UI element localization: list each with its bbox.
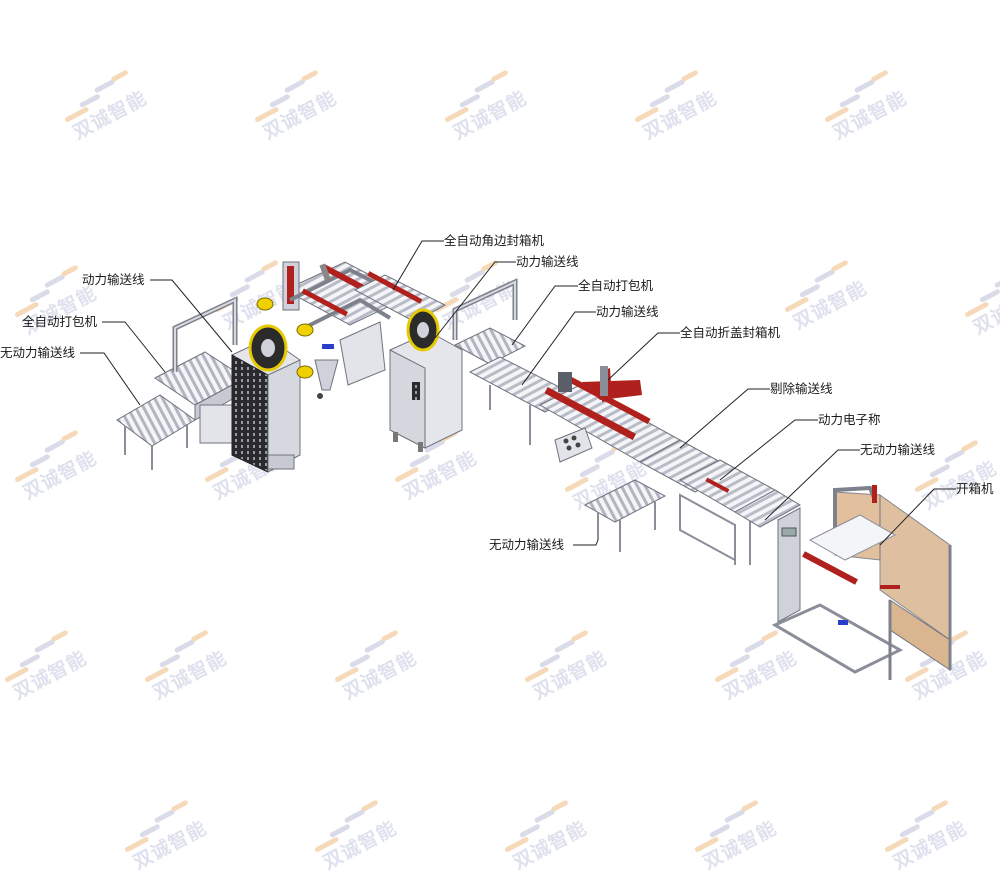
callout-auto-strapping-1: 全自动打包机: [22, 314, 98, 329]
callout-corner-edge-sealer: 全自动角边封箱机: [444, 233, 545, 248]
callout-powered-conveyor-2: 动力输送线: [516, 254, 579, 269]
callout-powered-conveyor-1: 动力输送线: [82, 272, 145, 287]
callout-auto-strapping-2: 全自动打包机: [578, 278, 654, 293]
callout-reject-conveyor: 剔除输送线: [770, 381, 833, 396]
callout-powered-conveyor-3: 动力输送线: [596, 304, 659, 319]
callout-gravity-conveyor-1: 无动力输送线: [0, 345, 76, 360]
strapping-machine-1-drawing: [172, 296, 301, 473]
gravity-conveyor-1-drawing: [116, 394, 196, 470]
machinery-illustration: [80, 240, 956, 680]
callout-auto-folding-sealer: 全自动折盖封箱机: [680, 325, 781, 340]
case-erector-drawing: [771, 485, 952, 680]
callout-powered-scale: 动力电子称: [818, 412, 881, 427]
callout-gravity-conveyor-3: 无动力输送线: [489, 537, 565, 552]
leader-lines: [80, 240, 956, 546]
callout-case-erector: 开箱机: [956, 481, 994, 496]
callout-gravity-conveyor-2: 无动力输送线: [860, 442, 936, 457]
strapping-machine-2-drawing: [389, 278, 527, 452]
packaging-line-diagram: 双诚智能双诚智能双诚智能双诚智能双诚智能双诚智能双诚智能双诚智能双诚智能双诚智能…: [0, 69, 1000, 874]
folding-sealer-drawing: [538, 366, 682, 463]
powered-scale-drawing: [678, 459, 777, 565]
gravity-conveyor-2-drawing: [733, 489, 802, 528]
